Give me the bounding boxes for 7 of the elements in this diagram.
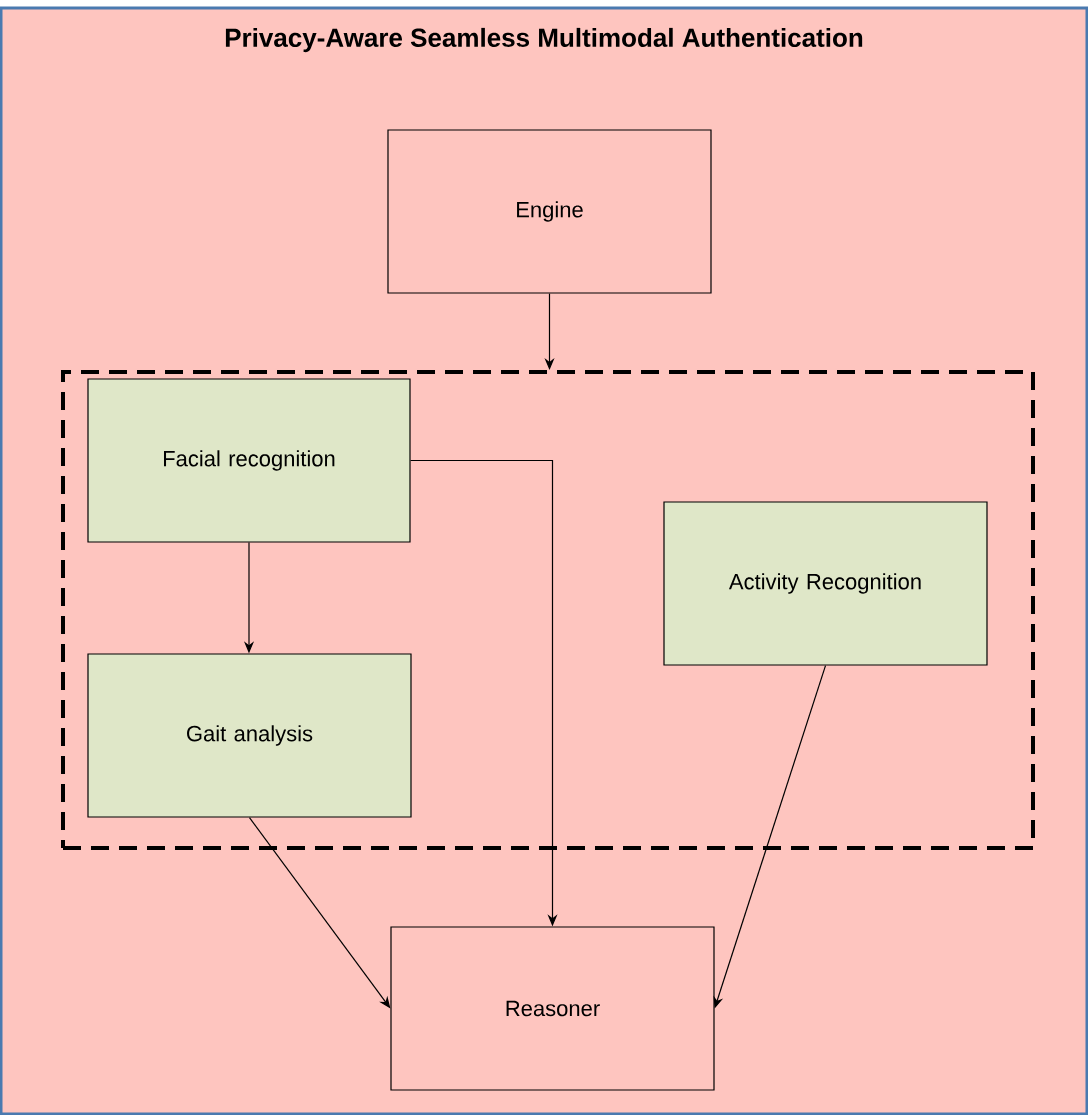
process-box: Facial recognition xyxy=(87,378,411,543)
process-box: Engine xyxy=(387,129,712,294)
process-box: Reasoner xyxy=(390,926,715,1091)
dashed-group-box xyxy=(61,370,1035,850)
process-box: Gait analysis xyxy=(87,653,412,818)
process-box: Activity Recognition xyxy=(663,501,988,666)
title: Privacy-Aware Seamless Multimodal Authentication xyxy=(225,27,863,53)
